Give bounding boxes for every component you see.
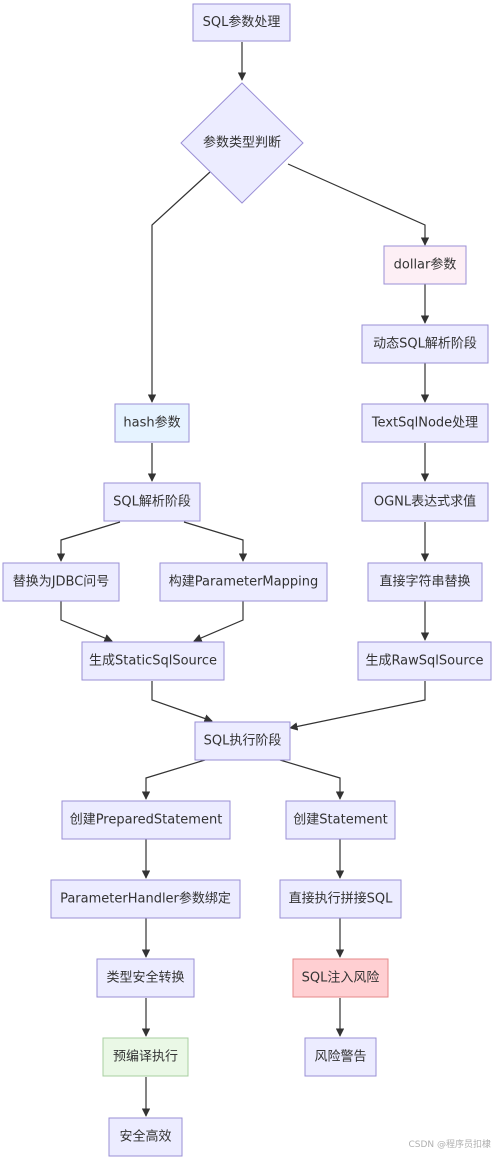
- svg-text:SQL注入风险: SQL注入风险: [302, 971, 380, 986]
- edge-raw-to-exec: [289, 681, 426, 731]
- svg-text:SQL参数处理: SQL参数处理: [203, 14, 281, 30]
- svg-text:hash参数: hash参数: [123, 415, 180, 431]
- svg-text:创建Statement: 创建Statement: [293, 813, 387, 828]
- node-create-prepared-statement: 创建PreparedStatement: [61, 800, 231, 840]
- node-gen-raw-sql-source: 生成RawSqlSource: [357, 641, 492, 681]
- edge-replace-to-static: [60, 601, 113, 643]
- edge-sqlparse-to-replace: [56, 521, 121, 562]
- node-risk-warning: 风险警告: [304, 1037, 377, 1077]
- edge-decision-to-hash: [147, 171, 211, 403]
- svg-text:生成RawSqlSource: 生成RawSqlSource: [365, 654, 483, 669]
- svg-text:SQL解析阶段: SQL解析阶段: [113, 495, 191, 510]
- svg-text:安全高效: 安全高效: [119, 1129, 171, 1145]
- node-gen-static-sql-source: 生成StaticSqlSource: [81, 641, 225, 681]
- edge-exec-to-prepared: [141, 759, 206, 800]
- svg-text:参数类型判断: 参数类型判断: [203, 135, 281, 151]
- edge-exec-to-statement: [279, 759, 345, 800]
- svg-text:动态SQL解析阶段: 动态SQL解析阶段: [373, 337, 477, 352]
- edge-sqlparse-to-mapping: [183, 521, 248, 562]
- node-precompile-exec: 预编译执行: [102, 1037, 189, 1077]
- node-dollar-param: dollar参数: [383, 245, 467, 285]
- node-safe-efficient: 安全高效: [108, 1117, 183, 1157]
- node-direct-string-replace: 直接字符串替换: [367, 562, 483, 602]
- node-dynamic-sql-parse-stage: 动态SQL解析阶段: [361, 324, 489, 364]
- svg-text:直接执行拼接SQL: 直接执行拼接SQL: [289, 891, 393, 907]
- node-sql-exec-stage: SQL执行阶段: [194, 721, 291, 761]
- nodes: SQL参数处理 参数类型判断 hash参数 dollar参数 SQL解析阶段 动…: [2, 3, 492, 1157]
- node-sql-parse-stage: SQL解析阶段: [103, 482, 201, 522]
- edge-decision-to-dollar: [287, 163, 430, 246]
- node-parameter-handler-binding: ParameterHandler参数绑定: [50, 879, 241, 919]
- edge-mapping-to-static: [193, 601, 244, 642]
- svg-text:预编译执行: 预编译执行: [113, 1050, 178, 1065]
- svg-text:直接字符串替换: 直接字符串替换: [379, 574, 470, 590]
- node-text-sql-node: TextSqlNode处理: [361, 403, 489, 443]
- node-build-parameter-mapping: 构建ParameterMapping: [159, 562, 328, 602]
- svg-text:风险警告: 风险警告: [314, 1049, 366, 1065]
- edges: [56, 42, 430, 1117]
- svg-text:ParameterHandler参数绑定: ParameterHandler参数绑定: [60, 891, 231, 907]
- node-replace-jdbc-placeholder: 替换为JDBC问号: [2, 562, 120, 602]
- svg-text:创建PreparedStatement: 创建PreparedStatement: [70, 813, 223, 828]
- svg-text:SQL执行阶段: SQL执行阶段: [204, 734, 282, 749]
- watermark: CSDN @程序员扣棣: [408, 1140, 491, 1150]
- svg-text:dollar参数: dollar参数: [394, 257, 457, 273]
- svg-text:TextSqlNode处理: TextSqlNode处理: [371, 416, 478, 431]
- svg-text:类型安全转换: 类型安全转换: [106, 970, 184, 986]
- svg-text:生成StaticSqlSource: 生成StaticSqlSource: [89, 654, 217, 669]
- node-hash-param: hash参数: [114, 403, 190, 443]
- node-direct-exec-concat-sql: 直接执行拼接SQL: [279, 879, 402, 919]
- svg-text:替换为JDBC问号: 替换为JDBC问号: [13, 575, 110, 590]
- node-create-statement: 创建Statement: [285, 800, 396, 840]
- node-sql-injection-risk: SQL注入风险: [292, 958, 389, 998]
- node-sql-param-processing: SQL参数处理: [192, 3, 291, 42]
- node-param-type-decision: 参数类型判断: [180, 82, 304, 204]
- node-ognl-eval: OGNL表达式求值: [361, 482, 489, 522]
- edge-static-to-exec: [151, 681, 213, 723]
- svg-text:构建ParameterMapping: 构建ParameterMapping: [169, 575, 318, 590]
- node-type-safe-conversion: 类型安全转换: [96, 958, 195, 998]
- svg-text:OGNL表达式求值: OGNL表达式求值: [374, 494, 476, 510]
